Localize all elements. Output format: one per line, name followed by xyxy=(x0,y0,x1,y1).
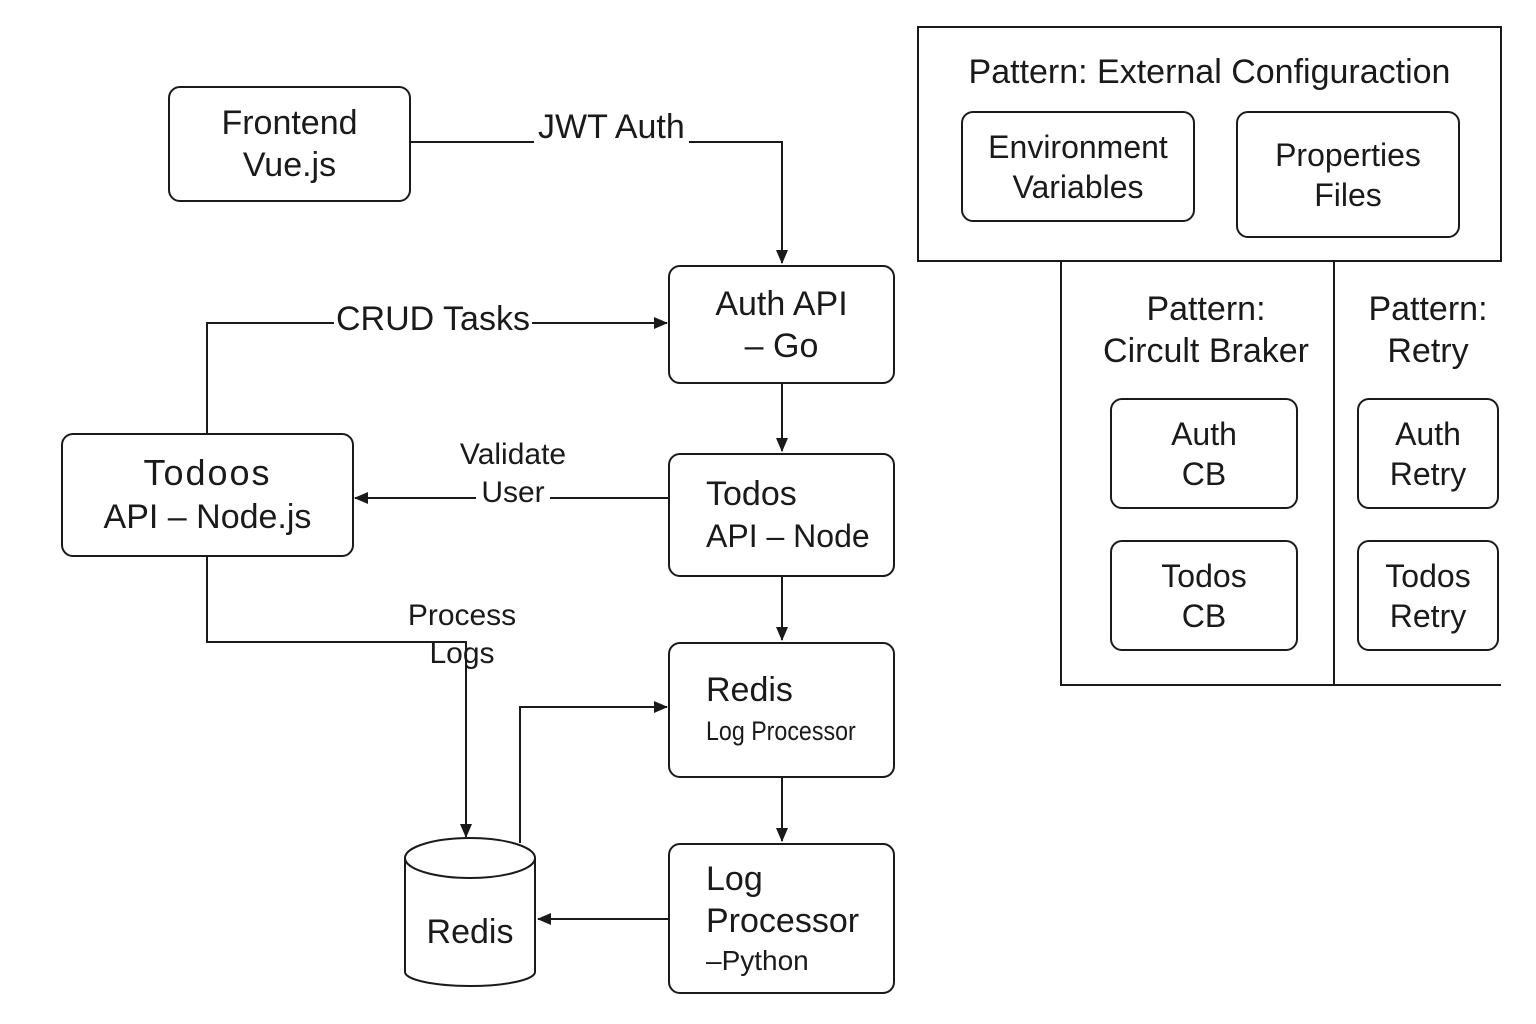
auth-retry-box: Auth Retry xyxy=(1357,398,1499,509)
frontend-node: Frontend Vue.js xyxy=(168,86,411,202)
auth-api-label-line2: – Go xyxy=(744,326,819,365)
edge-label-validate-line1: Validate xyxy=(459,438,567,471)
properties-files-box: Properties Files xyxy=(1236,111,1460,238)
todos-api-label-line1: Todos xyxy=(706,475,797,513)
todoos-api-label-line1: Todoos xyxy=(143,452,272,493)
edge-label-process-line1: Process xyxy=(392,597,532,635)
redis-cylinder-shape xyxy=(404,837,536,987)
log-processor-label-line3: –Python xyxy=(706,944,809,976)
log-processor-python-node: Log Processor –Python xyxy=(668,843,895,994)
redis-log-processor-node: Redis Log Processor xyxy=(668,642,895,778)
frontend-label-line2: Vue.js xyxy=(242,146,337,184)
auth-api-label-line1: Auth API xyxy=(715,284,848,323)
redis-processor-label-line2: Log Processor xyxy=(706,716,856,746)
environment-variables-box: Environment Variables xyxy=(961,111,1195,222)
edge-label-validate-user: Validate User xyxy=(446,436,580,512)
environment-variables-line2: Variables xyxy=(1012,168,1144,205)
edge-redis-to-processor xyxy=(519,701,668,843)
circuit-breaker-title: Pattern: Circult Braker xyxy=(1075,288,1337,372)
edge-label-process-line2: Logs xyxy=(429,637,495,670)
todoos-api-node: Todoos API – Node.js xyxy=(61,433,354,557)
todos-retry-line1: Todos xyxy=(1385,557,1471,594)
edge-label-process-logs: Process Logs xyxy=(392,597,532,673)
todos-retry-line2: Retry xyxy=(1389,597,1467,634)
retry-title-line1: Pattern: xyxy=(1368,290,1488,328)
edge-label-validate-line2: User xyxy=(476,474,550,512)
edge-label-crud-tasks: CRUD Tasks xyxy=(334,299,532,339)
todos-cb-line1: Todos xyxy=(1161,557,1247,594)
auth-cb-line1: Auth xyxy=(1171,415,1237,452)
properties-files-line2: Files xyxy=(1314,176,1382,213)
external-config-title: Pattern: External Configuraction xyxy=(968,53,1451,91)
auth-retry-line1: Auth xyxy=(1395,415,1461,452)
todos-cb-box: Todos CB xyxy=(1110,540,1298,651)
edge-crud-tasks xyxy=(206,317,668,433)
redis-db-label: Redis xyxy=(426,913,514,951)
redis-db-node: Redis xyxy=(405,910,535,954)
todos-api-label-line2: API – Node xyxy=(706,518,870,554)
retry-title-line2: Retry xyxy=(1387,332,1469,370)
todos-api-node: Todos API – Node xyxy=(668,453,895,577)
circuit-breaker-title-line2: Circult Braker xyxy=(1103,332,1309,370)
redis-processor-label-line1: Redis xyxy=(706,671,793,709)
auth-api-node: Auth API – Go xyxy=(668,265,895,384)
environment-variables-line1: Environment xyxy=(988,128,1168,165)
circuit-breaker-title-line1: Pattern: xyxy=(1146,290,1266,328)
log-processor-label-line2: Processor xyxy=(706,901,860,940)
todoos-api-label-line2: API – Node.js xyxy=(103,498,312,536)
todos-retry-box: Todos Retry xyxy=(1357,540,1499,651)
auth-retry-line2: Retry xyxy=(1389,455,1467,492)
edge-process-logs xyxy=(206,557,472,838)
properties-files-line1: Properties xyxy=(1275,136,1421,173)
edge-jwt-auth xyxy=(411,141,788,264)
frontend-label-line1: Frontend xyxy=(221,104,358,142)
auth-cb-line2: CB xyxy=(1181,455,1227,492)
external-config-panel xyxy=(917,26,1502,262)
edge-label-jwt-auth: JWT Auth xyxy=(534,107,689,147)
auth-cb-box: Auth CB xyxy=(1110,398,1298,509)
patterns-lower-frame xyxy=(1060,261,1501,686)
log-processor-label-line1: Log xyxy=(706,859,763,898)
todos-cb-line2: CB xyxy=(1181,597,1227,634)
retry-title: Pattern: Retry xyxy=(1344,288,1512,372)
